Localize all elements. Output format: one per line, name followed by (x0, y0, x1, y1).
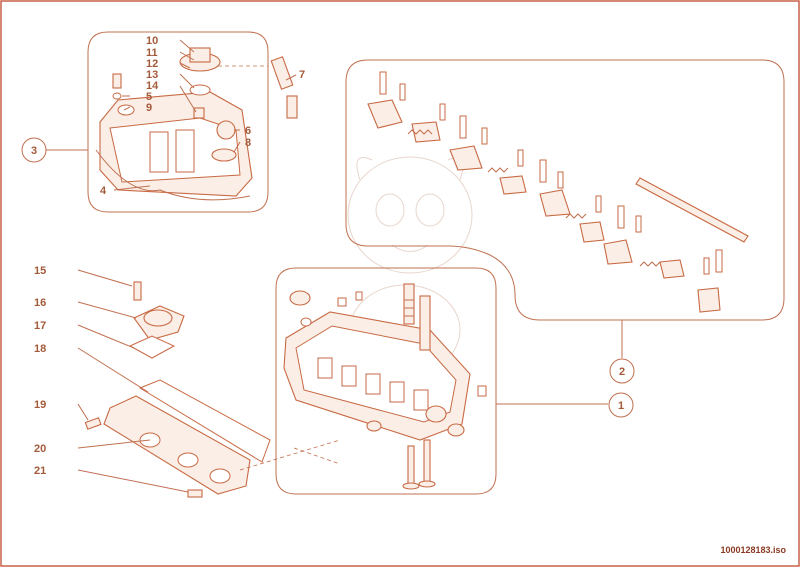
callout-14: 14 (146, 80, 159, 92)
callout-15: 15 (34, 265, 46, 277)
drawing-code: 1000128183.iso (720, 545, 786, 555)
callout-20: 20 (34, 443, 46, 455)
callout-circle-3 (21, 137, 47, 163)
callout-10: 10 (146, 35, 158, 47)
callout-1: 1 (618, 400, 624, 412)
callout-5: 5 (146, 91, 152, 103)
callout-16: 16 (34, 297, 46, 309)
callout-13: 13 (146, 69, 158, 81)
callout-12: 12 (146, 58, 158, 70)
callout-11: 11 (146, 47, 158, 59)
intake-manifold-group (84, 281, 341, 498)
callout-6: 6 (245, 125, 251, 137)
rocker-arm-group (345, 59, 785, 321)
callout-circle-2 (609, 358, 635, 384)
callout-4: 4 (100, 185, 107, 197)
callout-17: 17 (34, 320, 46, 332)
callout-18: 18 (34, 343, 46, 355)
callout-21: 21 (34, 465, 46, 477)
cylinder-head-group (275, 267, 497, 495)
callout-7: 7 (299, 69, 305, 81)
callout-labels: 1 2 3 4 5 6 7 8 9 10 11 12 13 14 15 16 1… (21, 35, 635, 477)
callout-8: 8 (245, 137, 251, 149)
leader-lines (46, 39, 623, 493)
callout-circle-1 (608, 392, 634, 418)
callout-3: 3 (31, 145, 37, 157)
valve-cover-group (87, 31, 298, 213)
callout-2: 2 (619, 366, 625, 378)
callout-19: 19 (34, 399, 46, 411)
callout-9: 9 (146, 102, 152, 114)
